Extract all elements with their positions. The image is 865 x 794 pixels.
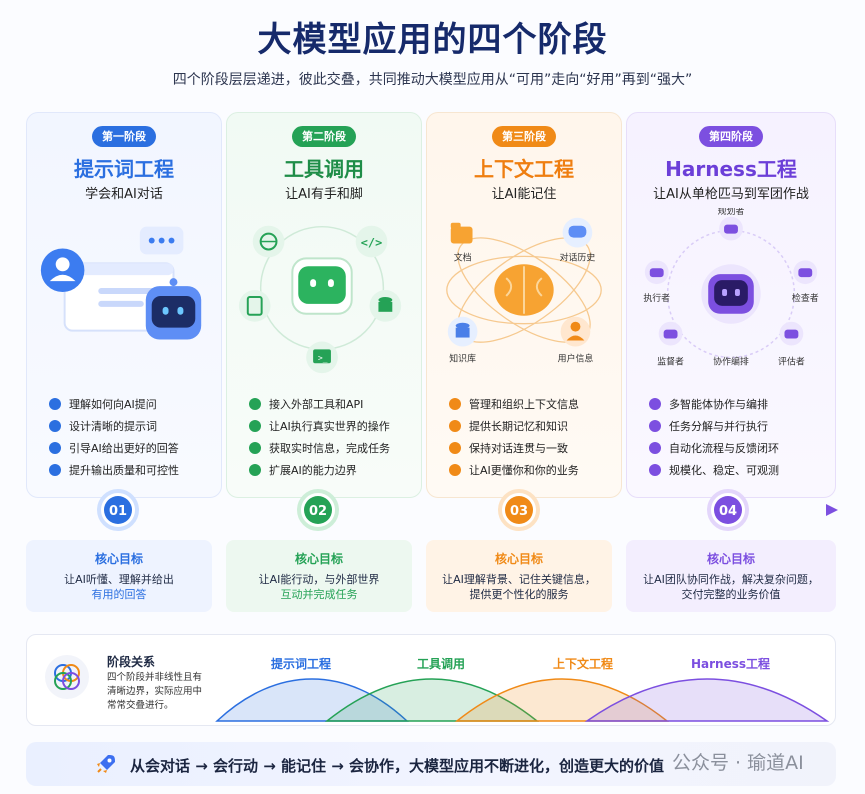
tools-illustration: </> >_ <box>238 225 402 374</box>
list-item: 获取实时信息，完成任务 <box>249 437 415 459</box>
goal-heading: 核心目标 <box>494 552 543 566</box>
core-goal-3: 核心目标 让AI理解背景、记住关键信息， 提供更个性化的服务 <box>426 540 612 612</box>
stage-badge: 第二阶段 <box>292 126 356 147</box>
svg-text:02: 02 <box>309 504 327 519</box>
core-goal-1: 核心目标 让AI听懂、理解并给出 有用的回答 <box>26 540 212 612</box>
stage-list: 理解如何向AI提问 设计清晰的提示词 引导AI给出更好的回答 提升输出质量和可控… <box>49 393 215 481</box>
svg-text:>_: >_ <box>318 353 328 362</box>
stage-card-4: 第四阶段 Harness工程 让AI从单枪匹马到军团作战 规划者 执行者 检查者… <box>626 112 836 498</box>
list-item: 管理和组织上下文信息 <box>449 393 615 415</box>
relation-text: 四个阶段并非线性且有清晰边界，实际应用中常常交叠进行。 <box>107 672 203 711</box>
stage-subtitle: 让AI从单枪匹马到军团作战 <box>653 187 809 202</box>
svg-text:04: 04 <box>719 504 737 519</box>
goal-text: 互动并完成任务 <box>280 588 358 601</box>
history-label: 对话历史 <box>560 251 596 263</box>
stage-title: 工具调用 <box>284 157 364 181</box>
stage-card-1: 第一阶段 提示词工程 学会和AI对话 理解如何向AI提问 设计清晰的提示词 引导… <box>26 112 222 498</box>
stage-badge: 第三阶段 <box>492 126 556 147</box>
stage-title: 提示词工程 <box>74 157 174 181</box>
list-item: 多智能体协作与编排 <box>649 393 829 415</box>
stage-badge: 第四阶段 <box>699 126 763 147</box>
summary-text: 从会对话 → 会行动 → 能记住 → 会协作，大模型应用不断进化，创造更大的价值 <box>130 757 665 775</box>
arrow-head-icon <box>826 504 838 516</box>
code-icon <box>355 225 388 258</box>
core-goal-4: 核心目标 让AI团队协同作战，解决复杂问题， 交付完整的业务价值 <box>626 540 836 612</box>
user-label: 用户信息 <box>558 352 594 364</box>
list-item: 设计清晰的提示词 <box>49 415 215 437</box>
planner-label: 规划者 <box>718 208 745 217</box>
user-info-icon <box>560 316 591 347</box>
summary-banner: 从会对话 → 会行动 → 能记住 → 会协作，大模型应用不断进化，创造更大的价值 <box>26 742 836 786</box>
stage-list: 接入外部工具和API 让AI执行真实世界的操作 获取实时信息，完成任务 扩展AI… <box>249 393 415 481</box>
list-item: 保持对话连贯与一致 <box>449 437 615 459</box>
list-item: 让AI执行真实世界的操作 <box>249 415 415 437</box>
svg-text:03: 03 <box>510 504 528 519</box>
timeline-node-3: 03 <box>498 489 540 531</box>
stage-title: Harness工程 <box>665 157 797 181</box>
document-icon <box>238 290 271 322</box>
wave-label-1: 提示词工程 <box>271 657 332 671</box>
goal-heading: 核心目标 <box>94 552 143 566</box>
harness-illustration: 规划者 执行者 检查者 监督者 协作编排 评估者 <box>643 208 819 367</box>
overlap-circles-icon <box>45 655 89 699</box>
wave-label-3: 上下文工程 <box>553 657 614 671</box>
list-item: 自动化流程与反馈闭环 <box>649 437 829 459</box>
stage-relation-panel: 阶段关系 四个阶段并非线性且有清晰边界，实际应用中常常交叠进行。 提示词工程 工… <box>26 634 836 726</box>
timeline: 01 02 03 04 <box>14 489 838 531</box>
rocket-icon <box>97 755 115 773</box>
page-subtitle: 四个阶段层层递进，彼此交叠，共同推动大模型应用从“可用”走向“好用”再到“强大” <box>172 72 693 88</box>
goal-text: 让AI团队协同作战，解决复杂问题， <box>643 573 819 586</box>
goal-text: 有用的回答 <box>91 588 147 601</box>
list-item: 理解如何向AI提问 <box>49 393 215 415</box>
stage-badge: 第一阶段 <box>92 126 156 147</box>
list-item: 任务分解与并行执行 <box>649 415 829 437</box>
wave-label-4: Harness工程 <box>691 657 771 671</box>
stage-card-2: 第二阶段 工具调用 让AI有手和脚 </> >_ 接入外部工具和API 让AI执… <box>226 112 422 498</box>
stage-subtitle: 让AI能记住 <box>491 187 557 202</box>
goal-text: 提供更个性化的服务 <box>469 588 569 601</box>
doc-label: 文档 <box>454 251 472 263</box>
checker-label: 检查者 <box>792 292 819 304</box>
goal-text: 让AI听懂、理解并给出 <box>64 573 174 586</box>
list-item: 规模化、稳定、可观测 <box>649 459 829 481</box>
folder-icon <box>450 226 473 244</box>
page-title: 大模型应用的四个阶段 <box>257 20 608 60</box>
list-item: 引导AI给出更好的回答 <box>49 437 215 459</box>
goal-heading: 核心目标 <box>706 552 755 566</box>
list-item: 提升输出质量和可控性 <box>49 459 215 481</box>
stage-subtitle: 让AI有手和脚 <box>285 187 363 202</box>
watermark: 公众号 · 瑜道AI <box>672 752 804 774</box>
list-item: 扩展AI的能力边界 <box>249 459 415 481</box>
stage-subtitle: 学会和AI对话 <box>85 187 163 202</box>
stage-list: 管理和组织上下文信息 提供长期记忆和知识 保持对话连贯与一致 让AI更懂你和你的… <box>449 393 615 481</box>
chat-illustration <box>40 226 202 340</box>
overlap-waves <box>215 678 830 722</box>
context-illustration: 文档 对话历史 知识库 用户信息 <box>446 217 602 364</box>
stage-list: 多智能体协作与编排 任务分解与并行执行 自动化流程与反馈闭环 规模化、稳定、可观… <box>649 393 829 481</box>
timeline-node-1: 01 <box>97 489 139 531</box>
list-item: 接入外部工具和API <box>249 393 415 415</box>
executor-label: 执行者 <box>643 292 670 304</box>
list-item: 让AI更懂你和你的业务 <box>449 459 615 481</box>
wave-label-2: 工具调用 <box>417 657 466 671</box>
svg-text:</>: </> <box>361 235 382 249</box>
relation-title: 阶段关系 <box>107 655 156 669</box>
goal-heading: 核心目标 <box>294 552 343 566</box>
evaluator-label: 评估者 <box>778 355 805 367</box>
list-item: 提供长期记忆和知识 <box>449 415 615 437</box>
orchestrate-label: 协作编排 <box>713 355 749 367</box>
supervisor-label: 监督者 <box>657 355 684 367</box>
goal-text: 让AI能行动，与外部世界 <box>258 573 380 586</box>
kb-label: 知识库 <box>449 352 476 364</box>
svg-text:01: 01 <box>109 504 127 519</box>
timeline-node-4: 04 <box>707 489 749 531</box>
goal-text: 交付完整的业务价值 <box>681 588 781 601</box>
core-goal-2: 核心目标 让AI能行动，与外部世界 互动并完成任务 <box>226 540 412 612</box>
stage-card-3: 第三阶段 上下文工程 让AI能记住 文档 对话历史 知识库 用户信息 管理和组织… <box>426 112 622 498</box>
goal-text: 让AI理解背景、记住关键信息， <box>442 573 596 586</box>
timeline-node-2: 02 <box>297 489 339 531</box>
stage-title: 上下文工程 <box>474 157 574 181</box>
